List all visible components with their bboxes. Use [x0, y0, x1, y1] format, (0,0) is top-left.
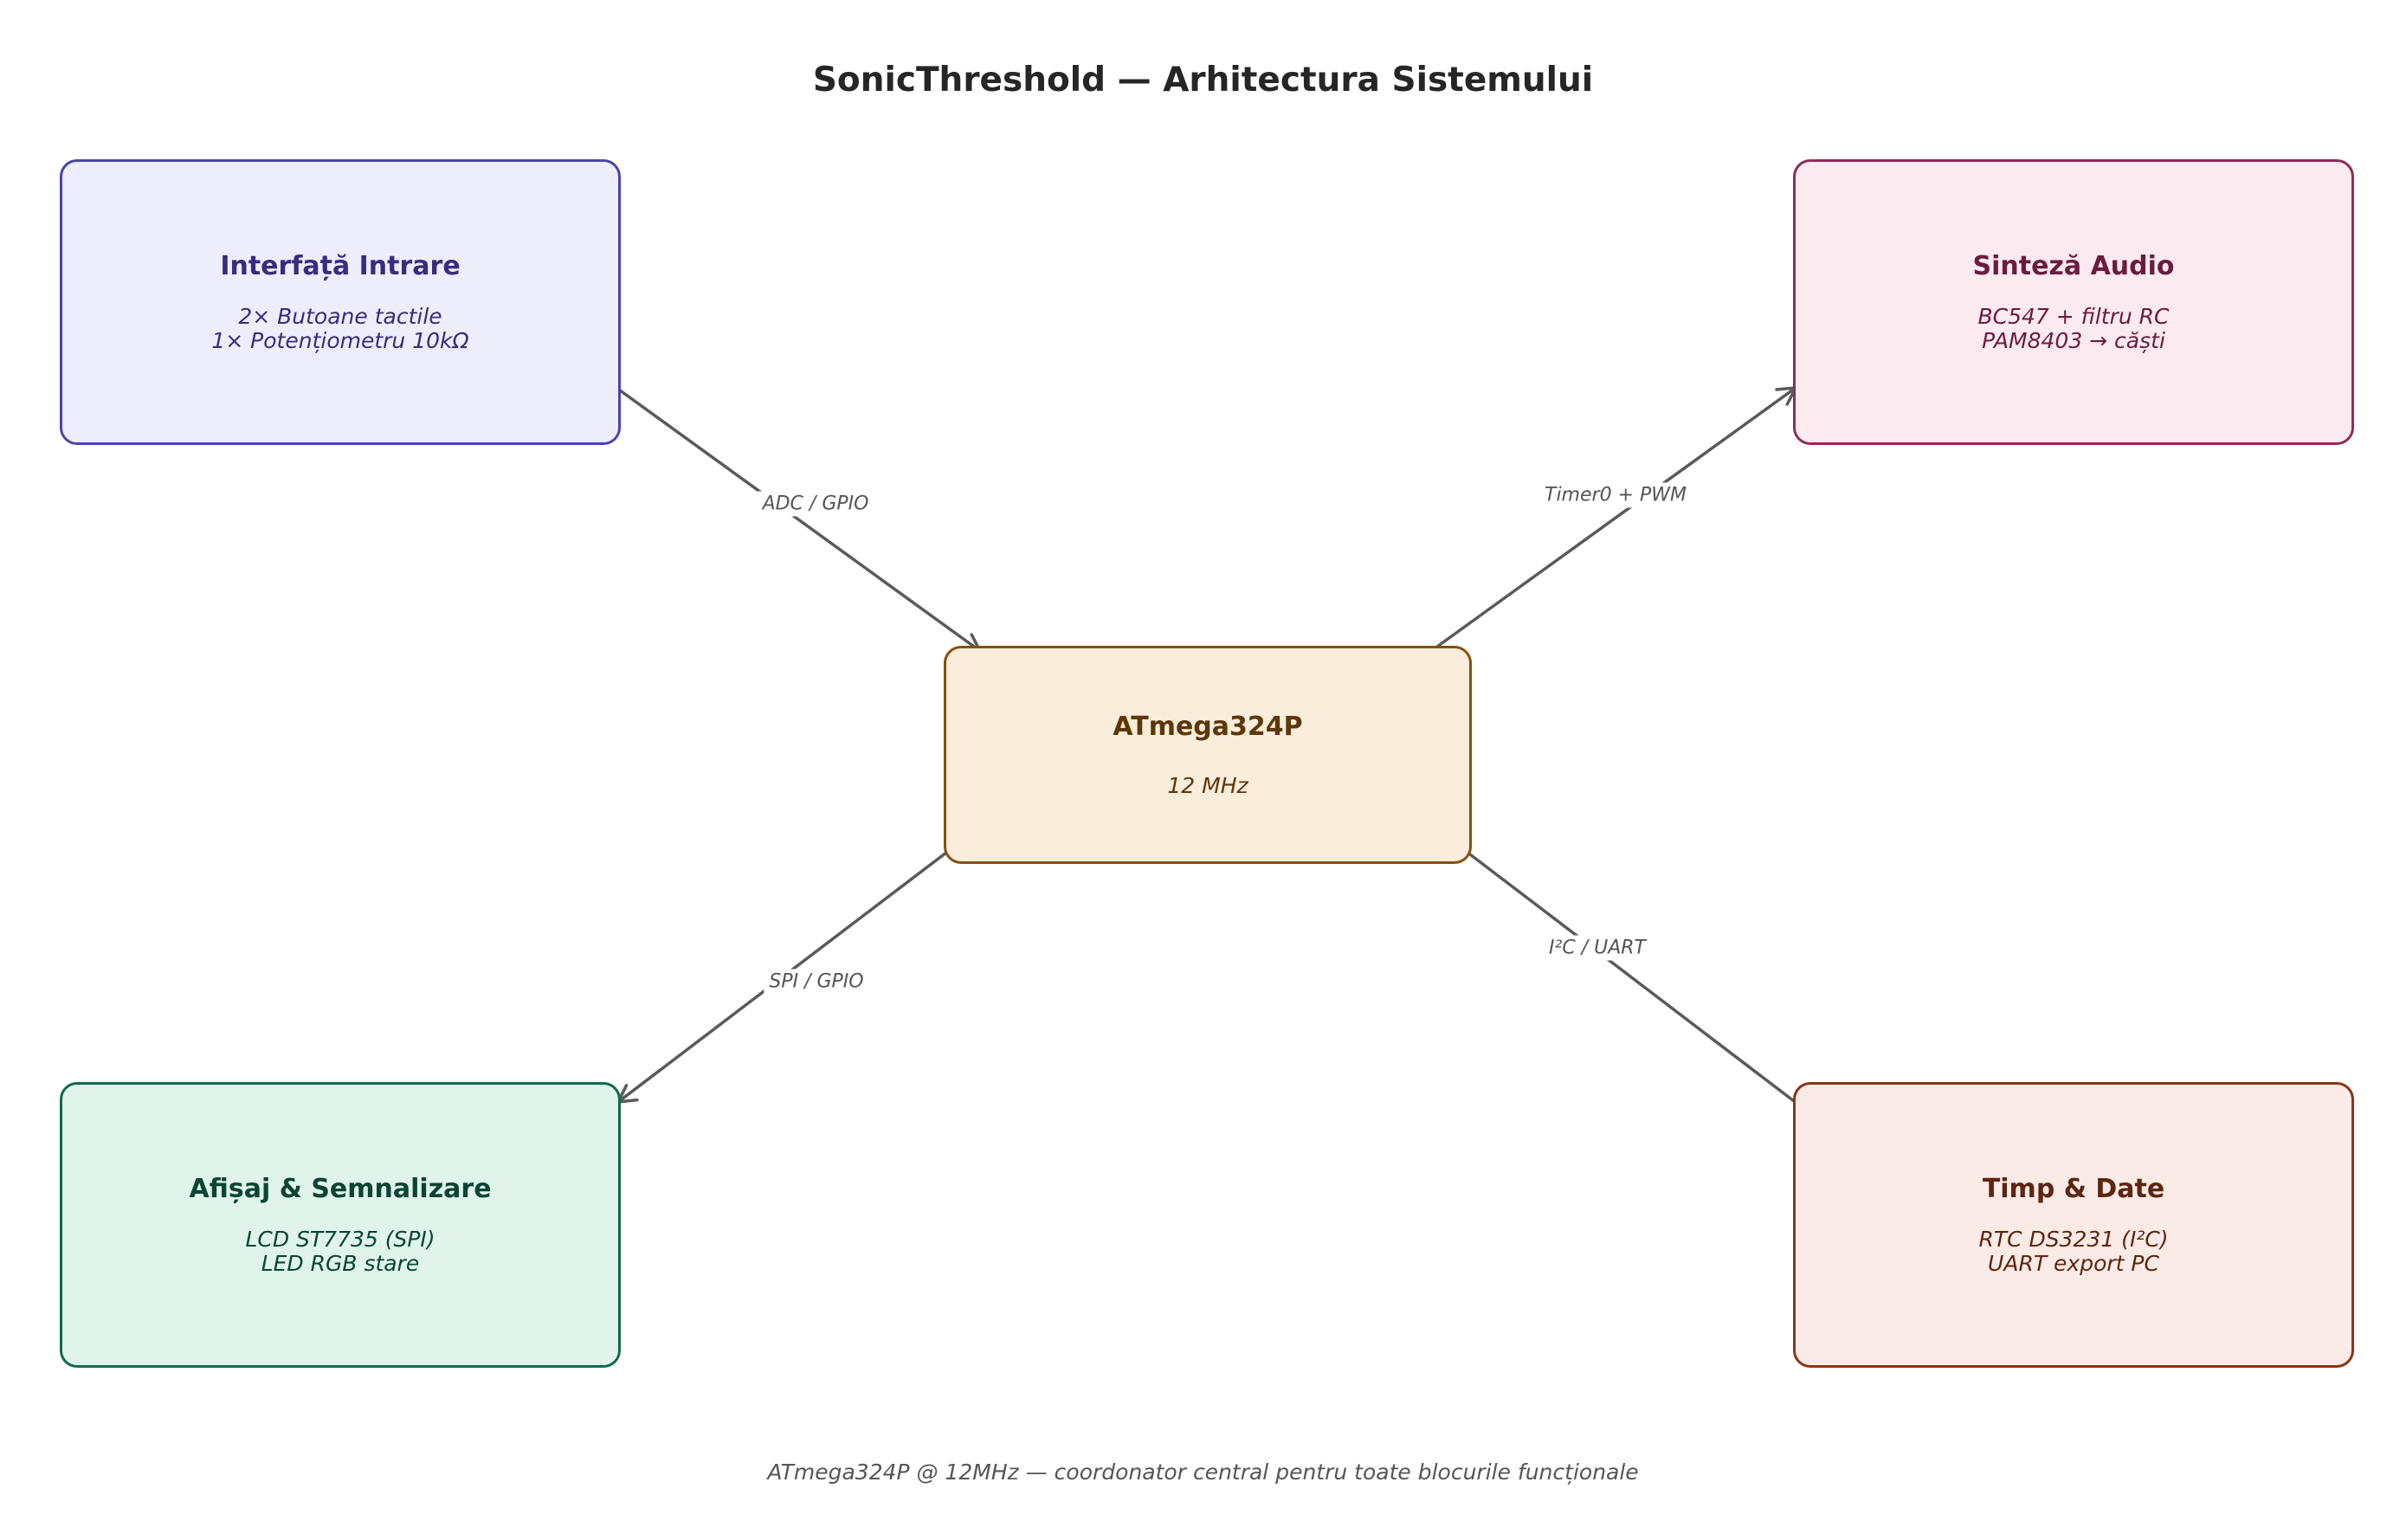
edge-time-to-mcu — [1432, 825, 1799, 1105]
node-title: ATmega324P — [1113, 712, 1303, 742]
node-details: RTC DS3231 (I²C) UART export PC — [1978, 1227, 2168, 1276]
edge-mcu-to-audio — [1429, 386, 1797, 653]
node-details: BC547 + filtru RC PAM8403 → căști — [1978, 305, 2170, 353]
node-detail-line: LED RGB stare — [261, 1251, 420, 1276]
node-detail-line: UART export PC — [1988, 1251, 2159, 1276]
node-title: Interfață Intrare — [220, 251, 461, 281]
node-detail-line: RTC DS3231 (I²C) — [1978, 1227, 2169, 1252]
node-detail-line: LCD ST7735 (SPI) — [245, 1227, 435, 1252]
node-title: Sinteză Audio — [1972, 251, 2175, 281]
node-input-interface: Interfață Intrare 2× Butoane tactile 1× … — [60, 159, 621, 445]
node-detail-line: 2× Butoane tactile — [238, 304, 442, 329]
node-time-data: Timp & Date RTC DS3231 (I²C) UART export… — [1793, 1082, 2354, 1368]
node-microcontroller: ATmega324P 12 MHz — [944, 646, 1472, 864]
edge-line — [1429, 386, 1797, 653]
node-title: Afișaj & Semnalizare — [189, 1174, 492, 1204]
diagram-footer-caption: ATmega324P @ 12MHz — coordonator central… — [767, 1459, 1639, 1485]
node-detail-line: 12 MHz — [1167, 773, 1248, 798]
node-audio-synthesis: Sinteză Audio BC547 + filtru RC PAM8403 … — [1793, 159, 2354, 445]
edge-label-timer-pwm: Timer0 + PWM — [1539, 482, 1692, 508]
edge-line — [615, 386, 982, 653]
edge-input-to-mcu — [615, 386, 982, 653]
node-detail-line: 1× Potențiometru 10kΩ — [211, 328, 469, 353]
node-details: 2× Butoane tactile 1× Potențiometru 10kΩ — [211, 305, 468, 353]
node-detail-line: PAM8403 → căști — [1982, 328, 2165, 353]
node-detail-line: BC547 + filtru RC — [1977, 304, 2170, 329]
node-title: Timp & Date — [1982, 1174, 2165, 1204]
edge-line — [616, 823, 984, 1104]
diagram-title: SonicThreshold — Arhitectura Sistemului — [812, 61, 1594, 100]
edge-label-i2c-uart: I²C / UART — [1544, 935, 1651, 961]
edge-mcu-to-display — [616, 823, 984, 1104]
node-details: 12 MHz — [1167, 774, 1248, 798]
edge-label-spi-gpio: SPI / GPIO — [764, 969, 869, 995]
edge-line — [1432, 825, 1799, 1105]
edge-label-adc-gpio: ADC / GPIO — [757, 491, 874, 517]
node-display-signaling: Afișaj & Semnalizare LCD ST7735 (SPI) LE… — [60, 1082, 621, 1368]
node-details: LCD ST7735 (SPI) LED RGB stare — [245, 1227, 435, 1276]
